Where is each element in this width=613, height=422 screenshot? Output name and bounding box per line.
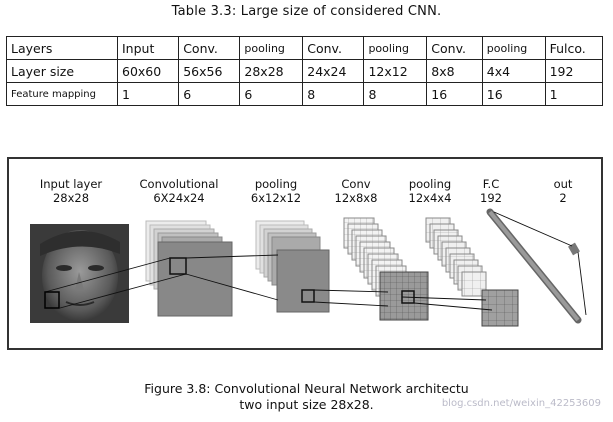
watermark: blog.csdn.net/weixin_42253609 (441, 398, 601, 409)
table-cell: 4x4 (481, 59, 546, 83)
cnn-diagram-frame (7, 157, 603, 350)
label-line: Convolutional (139, 177, 219, 191)
table-cell: 56x56 (178, 59, 241, 83)
label-line: out (553, 177, 573, 191)
label-line: Input layer (39, 177, 103, 191)
table-cell: 1 (544, 82, 604, 106)
label-conv-2: Conv 12x8x8 (328, 177, 384, 205)
cnn-size-table: Layers Input Conv. pooling Conv. pooling… (6, 36, 604, 106)
table-cell: Layer size (6, 59, 118, 83)
cnn-architecture-drawing (44, 208, 587, 327)
label-line: 12x4x4 (408, 191, 452, 205)
table-cell: pooling (239, 36, 304, 60)
conv-feature-map-stack-2 (343, 217, 429, 321)
label-line: 192 (480, 191, 502, 205)
pooling-feature-map-stack-2 (425, 217, 519, 327)
table-cell: 16 (481, 82, 546, 106)
receptive-field-box (44, 291, 60, 309)
label-line: 2 (559, 191, 567, 205)
conv-feature-map-stack (145, 220, 233, 317)
label-line: F.C (482, 177, 500, 191)
table-cell: 16 (426, 82, 483, 106)
label-fc: F.C 192 (471, 177, 511, 205)
table-row: Layers Input Conv. pooling Conv. pooling… (6, 36, 604, 60)
table-cell: 6 (239, 82, 304, 106)
table-cell: 24x24 (302, 59, 365, 83)
figure-caption-line-1: Figure 3.8: Convolutional Neural Network… (144, 381, 469, 396)
table-cell: pooling (481, 36, 546, 60)
label-line: 28x28 (52, 191, 90, 205)
label-out: out 2 (548, 177, 578, 205)
label-pooling-2: pooling 12x4x4 (400, 177, 460, 205)
label-line: pooling (254, 177, 298, 191)
figure-caption-line-2: two input size 28x28. (239, 397, 374, 412)
table-cell: Layers (6, 36, 118, 60)
table-cell: 8 (302, 82, 365, 106)
label-line: Conv (341, 177, 371, 191)
table-cell: 6 (178, 82, 241, 106)
pooling-feature-map-stack-1 (255, 220, 330, 313)
label-line: 6X24x24 (153, 191, 205, 205)
figure-caption: Figure 3.8: Convolutional Neural Network… (0, 381, 613, 413)
table-caption: Table 3.3: Large size of considered CNN. (171, 4, 442, 19)
label-pooling-1: pooling 6x12x12 (245, 177, 307, 205)
table-cell: 8x8 (426, 59, 483, 83)
label-line: 6x12x12 (250, 191, 302, 205)
label-input-layer: Input layer 28x28 (30, 177, 112, 205)
label-line: 12x8x8 (334, 191, 378, 205)
table-cell: Conv. (178, 36, 241, 60)
table-cell: 8 (363, 82, 428, 106)
table-cell: 60x60 (116, 59, 180, 83)
label-line: pooling (408, 177, 452, 191)
table-cell: Feature mapping (6, 82, 118, 106)
connection-lines (44, 211, 587, 316)
table-cell: Conv. (426, 36, 483, 60)
label-convolutional: Convolutional 6X24x24 (131, 177, 227, 205)
table-row: Feature mapping 1 6 6 8 8 16 16 1 (6, 82, 604, 106)
table-cell: 1 (116, 82, 180, 106)
